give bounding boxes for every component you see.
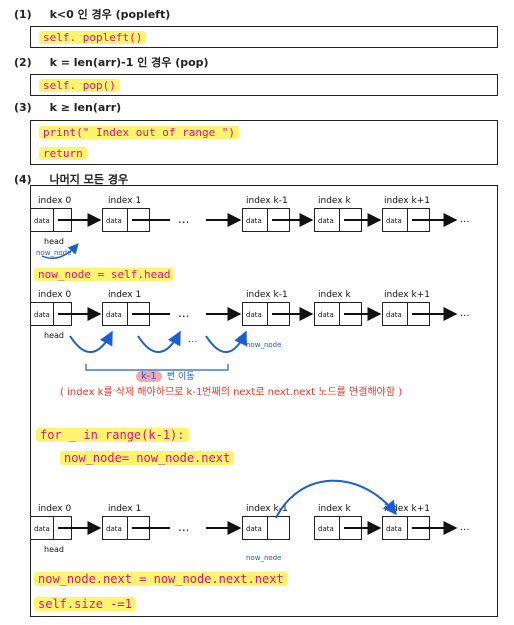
list-tail-ellipsis: ... bbox=[460, 214, 470, 225]
node-divider bbox=[407, 517, 408, 539]
section-3-title: k ≥ len(arr) bbox=[49, 101, 122, 114]
node-divider bbox=[267, 303, 268, 325]
ellipsis: ... bbox=[178, 520, 190, 534]
now-node-label: now_node bbox=[246, 554, 282, 562]
head-label: head bbox=[44, 237, 64, 246]
node-divider bbox=[339, 209, 340, 231]
list-tail-ellipsis: ... bbox=[460, 308, 470, 319]
node-divider bbox=[339, 303, 340, 325]
node-data-label: data bbox=[34, 525, 50, 533]
index-label: index k bbox=[318, 196, 351, 206]
move-count-bracket bbox=[85, 364, 229, 371]
node-divider bbox=[267, 209, 268, 231]
section-2-header: (2) k = len(arr)-1 인 경우 (pop) bbox=[14, 54, 209, 70]
index-label: index 1 bbox=[108, 504, 142, 514]
node-data-label: data bbox=[246, 525, 262, 533]
node-divider bbox=[407, 209, 408, 231]
section-1-title: k<0 인 경우 (popleft) bbox=[49, 8, 171, 21]
node-data-label: data bbox=[246, 311, 262, 319]
return-line: return bbox=[39, 147, 87, 160]
traversal-curve bbox=[205, 330, 247, 353]
node-divider bbox=[267, 517, 268, 539]
now-node-label: now_node bbox=[246, 341, 282, 349]
move-count-badge: k-1 bbox=[136, 371, 162, 382]
loop-dots: ... bbox=[188, 334, 198, 345]
section-3-number: (3) bbox=[14, 101, 32, 114]
move-count-label: k-1 번 이동 bbox=[136, 364, 195, 383]
section-1-number: (1) bbox=[14, 8, 32, 21]
now-node-label: now_node bbox=[36, 249, 72, 257]
section-4-number: (4) bbox=[14, 173, 32, 186]
node-divider bbox=[127, 209, 128, 231]
node-data-label: data bbox=[386, 311, 402, 319]
node-data-label: data bbox=[318, 311, 334, 319]
index-label: index k-1 bbox=[246, 504, 288, 514]
node-divider bbox=[339, 517, 340, 539]
node-divider bbox=[53, 303, 54, 325]
for-loop-code: for _ in range(k-1): bbox=[36, 428, 189, 442]
section-2-code-box: self. pop() bbox=[30, 74, 498, 96]
ellipsis: ... bbox=[178, 212, 190, 226]
list-node: data bbox=[242, 516, 290, 540]
section-4-title: 나머지 모든 경우 bbox=[49, 173, 129, 186]
move-count-text: 번 이동 bbox=[166, 372, 195, 382]
relink-arrow bbox=[275, 479, 397, 519]
index-label: index 1 bbox=[108, 196, 142, 206]
node-data-label: data bbox=[386, 525, 402, 533]
node-data-label: data bbox=[106, 525, 122, 533]
section-3-code-box: print(" Index out of range ") return bbox=[30, 120, 498, 165]
traversal-curve bbox=[137, 330, 181, 353]
index-label: index 0 bbox=[38, 290, 72, 300]
explanation-text: ( index k를 삭제 해야하므로 k-1번째의 next로 next.ne… bbox=[60, 387, 403, 398]
node-data-label: data bbox=[386, 217, 402, 225]
now-node-init-code: now_node = self.head bbox=[34, 268, 175, 281]
now-node-pointer-arrow bbox=[41, 243, 79, 259]
index-label: index 0 bbox=[38, 504, 72, 514]
node-divider bbox=[127, 517, 128, 539]
node-divider bbox=[127, 303, 128, 325]
node-data-label: data bbox=[34, 217, 50, 225]
index-label: index k-1 bbox=[246, 290, 288, 300]
node-data-label: data bbox=[34, 311, 50, 319]
index-label: index k bbox=[318, 290, 351, 300]
section-1-code-box: self. popleft() bbox=[30, 26, 498, 48]
index-label: index 0 bbox=[38, 196, 72, 206]
head-label: head bbox=[44, 545, 64, 554]
node-data-label: data bbox=[106, 217, 122, 225]
index-label: index k-1 bbox=[246, 196, 288, 206]
traversal-curve bbox=[69, 330, 113, 353]
section-4-box bbox=[30, 185, 498, 617]
index-label: index 1 bbox=[108, 290, 142, 300]
node-data-label: data bbox=[106, 311, 122, 319]
index-label: index k+1 bbox=[384, 504, 430, 514]
print-error-line: print(" Index out of range ") bbox=[39, 126, 240, 139]
node-data-label: data bbox=[318, 525, 334, 533]
section-4-header: (4) 나머지 모든 경우 bbox=[14, 171, 128, 187]
loop-body-code: now_node= now_node.next bbox=[60, 451, 235, 465]
list-tail-ellipsis: ... bbox=[460, 522, 470, 533]
ellipsis: ... bbox=[178, 306, 190, 320]
index-label: index k bbox=[318, 504, 351, 514]
traversal-curves bbox=[69, 330, 247, 353]
section-1-header: (1) k<0 인 경우 (popleft) bbox=[14, 6, 170, 22]
head-label: head bbox=[44, 331, 64, 340]
assign-next-code: now_node.next = now_node.next.next bbox=[34, 572, 288, 586]
popleft-call: self. popleft() bbox=[39, 31, 147, 44]
pop-call: self. pop() bbox=[39, 79, 120, 92]
index-label: index k+1 bbox=[384, 290, 430, 300]
node-data-label: data bbox=[318, 217, 334, 225]
node-data-label: data bbox=[246, 217, 262, 225]
size-decrement-code: self.size -=1 bbox=[34, 597, 136, 611]
node-divider bbox=[53, 517, 54, 539]
section-2-number: (2) bbox=[14, 56, 32, 69]
section-2-title: k = len(arr)-1 인 경우 (pop) bbox=[49, 56, 209, 69]
index-label: index k+1 bbox=[384, 196, 430, 206]
section-3-header: (3) k ≥ len(arr) bbox=[14, 101, 121, 114]
node-divider bbox=[407, 303, 408, 325]
node-divider bbox=[53, 209, 54, 231]
